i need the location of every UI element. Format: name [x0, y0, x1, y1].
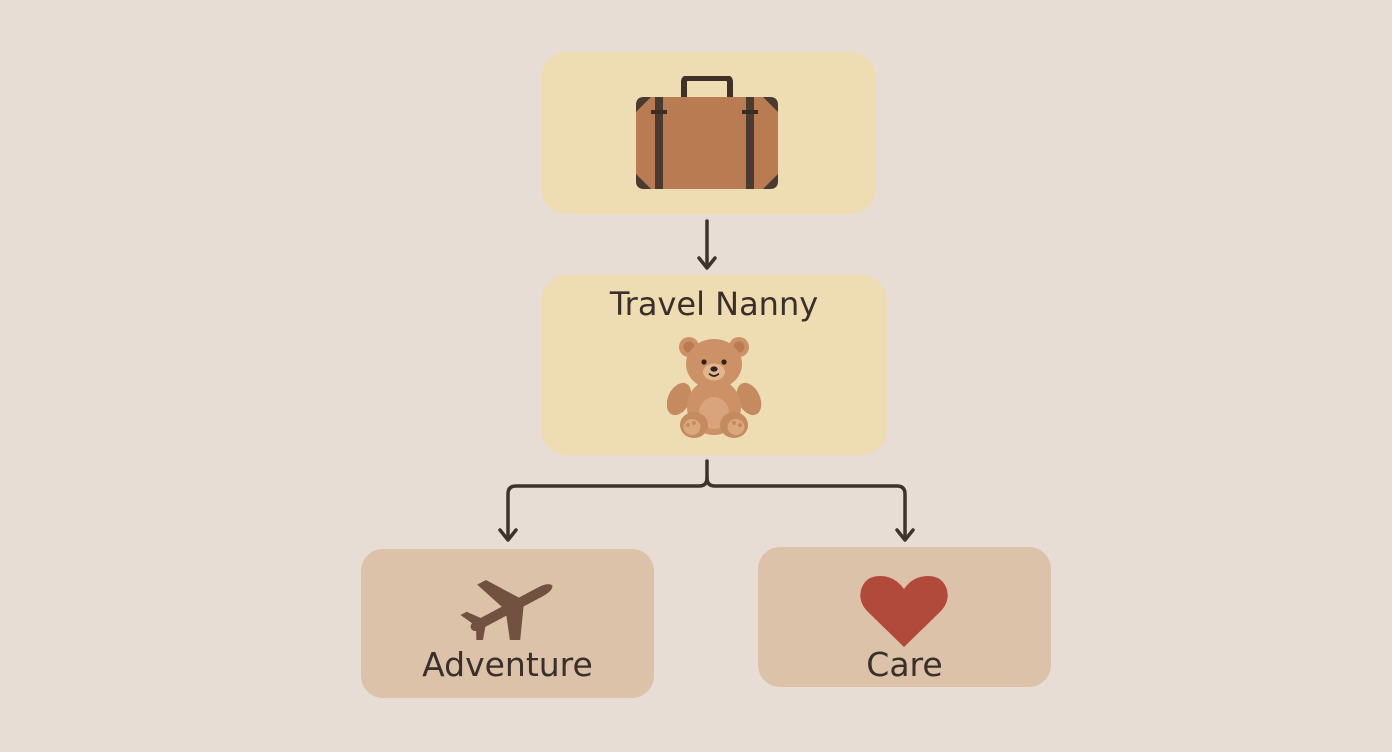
node-suitcase [541, 52, 876, 214]
arrowhead-middle [697, 256, 717, 270]
connector-middle-to-left [506, 459, 709, 540]
connector-middle-to-right [705, 476, 907, 540]
teddy-bear-icon [667, 337, 762, 438]
node-adventure: Adventure [361, 549, 654, 698]
heart-icon [860, 576, 948, 647]
airplane-icon [460, 579, 553, 640]
node-title: Travel Nanny [609, 285, 819, 323]
suitcase-icon [636, 76, 778, 189]
node-label: Adventure [422, 645, 593, 684]
node-label: Care [866, 645, 943, 684]
arrowhead-left [498, 528, 518, 542]
node-travel-nanny: Travel Nanny [541, 275, 887, 455]
node-care: Care [758, 547, 1051, 687]
arrowhead-right [895, 528, 915, 542]
